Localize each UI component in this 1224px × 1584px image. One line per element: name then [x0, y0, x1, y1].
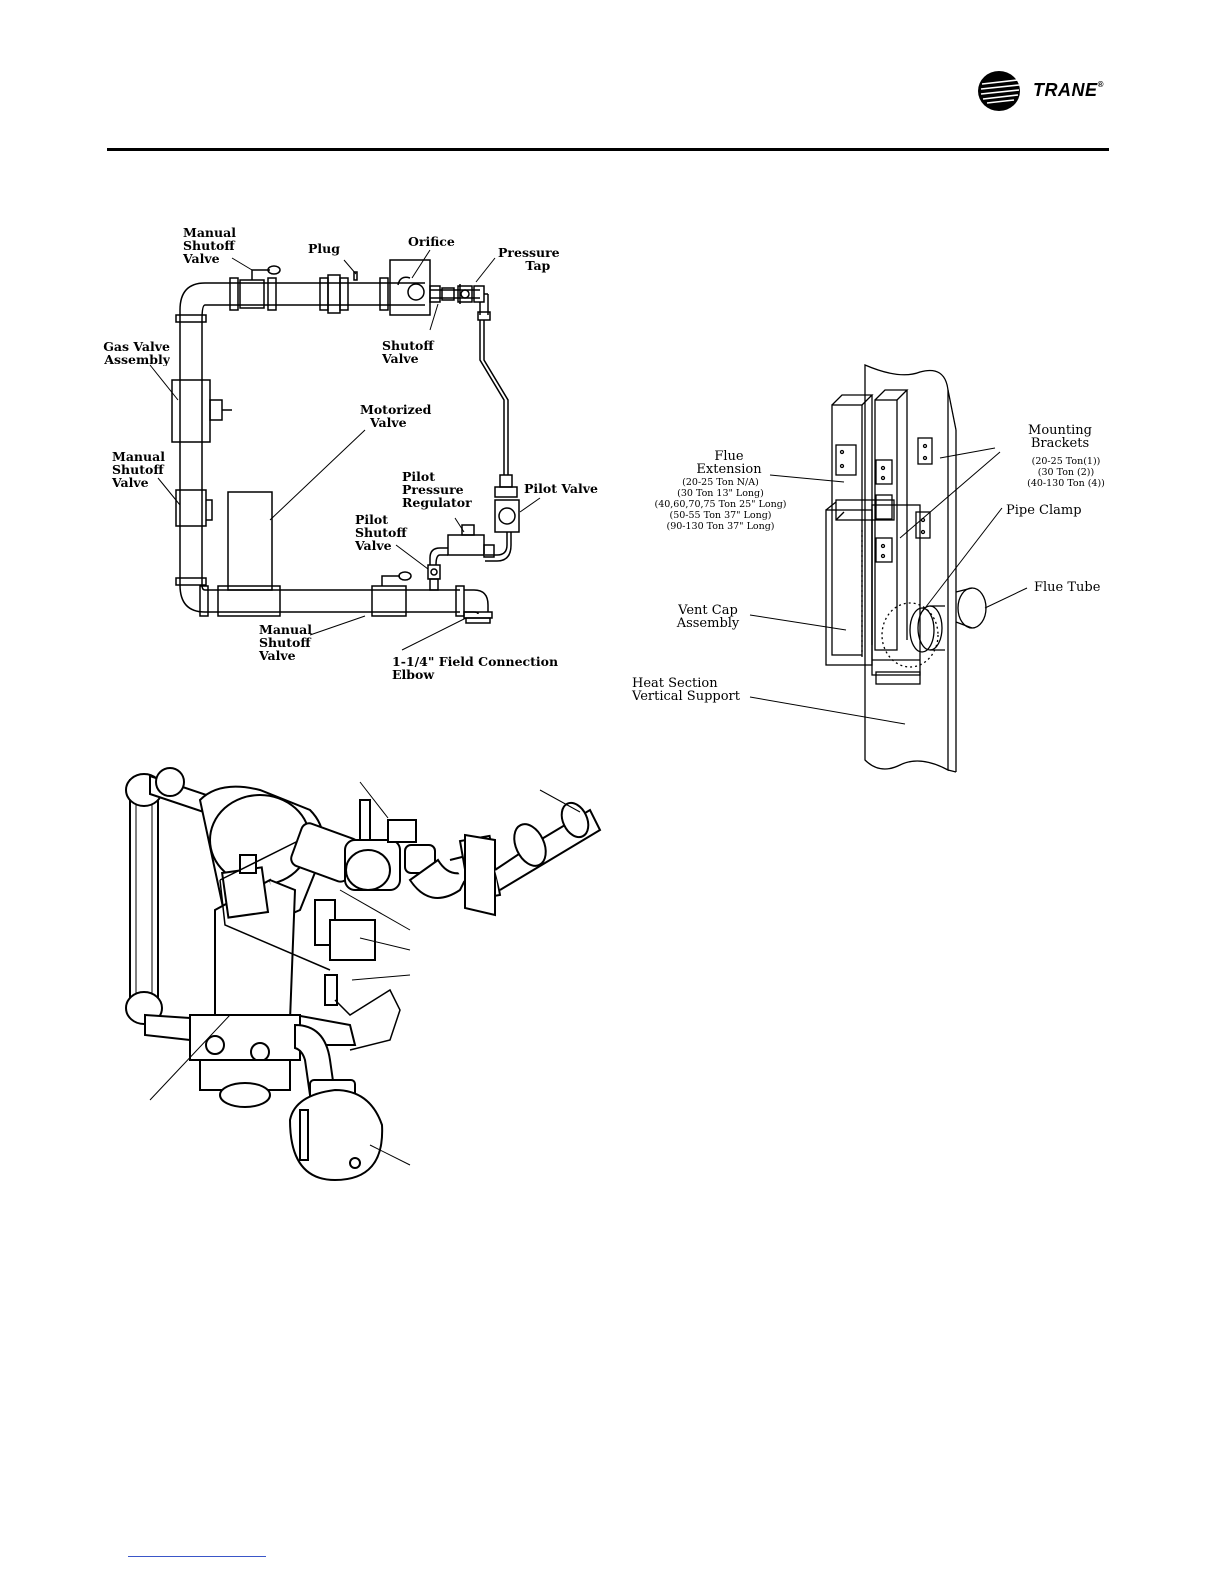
label-pressure-tap: Pressure Tap — [498, 245, 560, 273]
brand-name: TRANE® — [1033, 80, 1104, 100]
mounting-brackets-specs: (20-25 Ton(1)) (30 Ton (2)) (40-130 Ton … — [1027, 456, 1105, 489]
label-manual-shutoff-bottom: Manual Shutoff Valve — [259, 622, 312, 663]
label-gas-valve-assembly: Gas Valve Assembly — [103, 340, 170, 366]
label-field-connection: 1-1/4" Field Connection Elbow — [392, 654, 559, 682]
label-flue-tube: Flue Tube — [1034, 580, 1101, 595]
label-plug: Plug — [308, 241, 340, 256]
label-shutoff-valve: Shutoff Valve — [382, 338, 434, 366]
label-heat-section-support: Heat Section Vertical Support — [632, 676, 740, 704]
footer-link-underline[interactable] — [128, 1556, 266, 1557]
flue-callout-arrows — [749, 447, 1028, 725]
gas-train-isometric-drawing — [125, 767, 602, 1182]
header-rule — [107, 148, 1109, 151]
schematic-callout-arrows — [149, 249, 541, 651]
label-manual-shutoff-left: Manual Shutoff Valve — [112, 449, 165, 490]
flue-extension-drawing — [825, 364, 987, 773]
label-pipe-clamp: Pipe Clamp — [1006, 503, 1082, 518]
label-flue-extension: Flue Extension — [696, 449, 762, 477]
gas-piping-schematic — [171, 259, 520, 624]
label-orifice: Orifice — [408, 234, 455, 249]
label-motorized-valve: Motorized Valve — [360, 402, 432, 430]
label-mounting-brackets: Mounting Brackets — [1028, 423, 1092, 451]
label-pilot-valve: Pilot Valve — [524, 481, 598, 496]
trane-logo-icon — [978, 71, 1020, 111]
label-manual-shutoff-top: Manual Shutoff Valve — [183, 225, 236, 266]
label-vent-cap-assembly: Vent Cap Assembly — [676, 603, 740, 631]
label-pilot-pressure-regulator: Pilot Pressure Regulator — [402, 469, 472, 510]
label-pilot-shutoff-valve: Pilot Shutoff Valve — [355, 512, 407, 553]
flue-extension-specs: (20-25 Ton N/A) (30 Ton 13" Long) (40,60… — [654, 477, 787, 532]
isometric-leader-lines — [149, 781, 581, 1166]
